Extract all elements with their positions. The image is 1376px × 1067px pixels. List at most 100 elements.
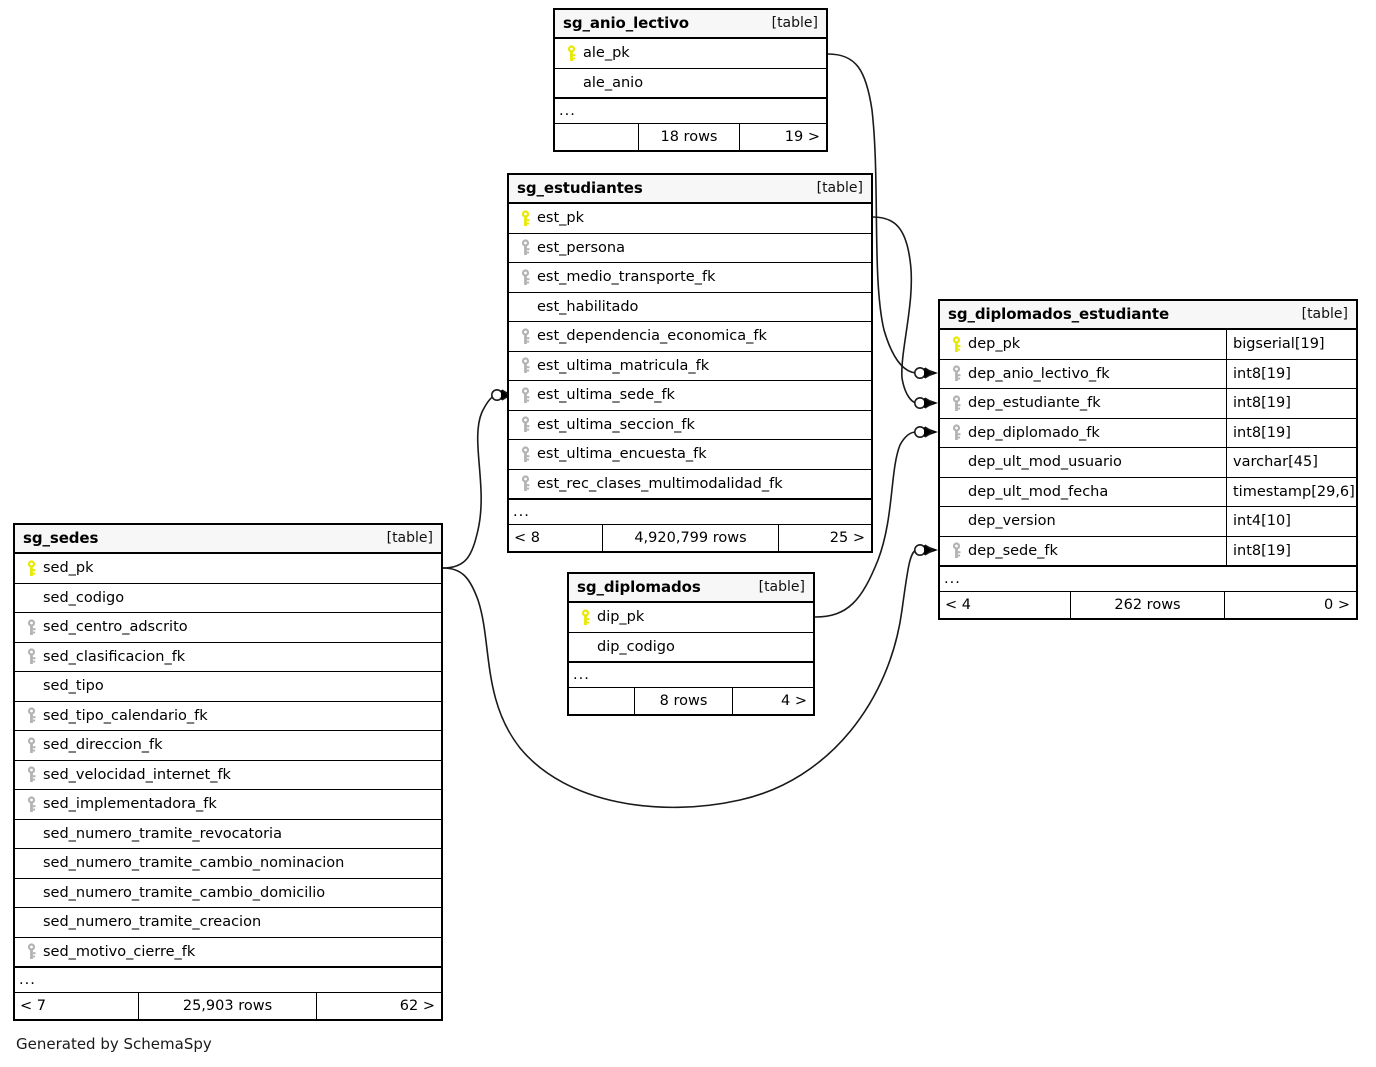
column-row[interactable]: sed_implementadora_fk [15,790,441,820]
column-name: est_persona [537,239,625,256]
column-main: sed_numero_tramite_cambio_domicilio [15,879,441,908]
incoming-relationship-count[interactable] [569,688,635,714]
column-row[interactable]: dep_estudiante_fk int8[19] [940,389,1356,419]
column-row[interactable]: sed_codigo [15,584,441,613]
column-row[interactable]: est_ultima_seccion_fk [509,411,871,440]
outgoing-relationship-count[interactable]: 19 > [784,129,820,145]
column-main: dep_version [940,507,1226,536]
column-name: sed_velocidad_internet_fk [43,766,231,783]
column-row[interactable]: sed_velocidad_internet_fk [15,761,441,790]
column-main: est_dependencia_economica_fk [509,322,871,351]
incoming-relationship-count[interactable]: < 7 [15,993,139,1019]
column-row[interactable]: sed_tipo [15,672,441,702]
incoming-relationship-count[interactable]: < 8 [509,525,603,551]
column-name: est_ultima_matricula_fk [537,357,710,374]
column-name: est_dependencia_economica_fk [537,328,767,345]
foreign-key-icon [515,446,535,463]
column-row[interactable]: est_habilitado [509,293,871,322]
column-name: est_pk [537,210,585,227]
column-row[interactable]: est_ultima_matricula_fk [509,352,871,381]
foreign-key-icon [515,239,535,256]
table-header-sg_diplomados_estudiante: sg_diplomados_estudiante[table] [940,301,1356,330]
primary-key-icon [575,609,595,626]
column-main: sed_motivo_cierre_fk [15,938,441,967]
column-row[interactable]: est_rec_clases_multimodalidad_fk [509,470,871,499]
column-main: sed_codigo [15,584,441,613]
column-name: sed_tipo [43,678,104,695]
column-row[interactable]: dep_pk bigserial[19] [940,330,1356,360]
column-row[interactable]: sed_centro_adscrito [15,613,441,643]
column-row[interactable]: est_pk [509,204,871,234]
column-row[interactable]: sed_motivo_cierre_fk [15,938,441,967]
outgoing-relationship-count[interactable]: 25 > [829,530,865,546]
column-row[interactable]: sed_numero_tramite_cambio_nominacion [15,849,441,879]
table-header-sg_sedes: sg_sedes[table] [15,525,441,554]
column-row[interactable]: est_dependencia_economica_fk [509,322,871,352]
column-main: dep_sede_fk [940,537,1226,566]
column-name: dep_pk [968,336,1021,353]
column-name: dep_diplomado_fk [968,424,1100,441]
column-name: dep_anio_lectivo_fk [968,365,1110,382]
er-table-sg_diplomados_estudiante[interactable]: sg_diplomados_estudiante[table] dep_pk big… [938,299,1358,620]
column-name: ale_pk [583,45,630,62]
incoming-relationship-count[interactable] [555,124,639,150]
column-name: sed_direccion_fk [43,737,163,754]
edge-sedes-to-estudiantes [442,394,498,569]
outgoing-relationship-count[interactable]: 0 > [1324,597,1350,613]
column-row[interactable]: sed_clasificacion_fk [15,643,441,672]
column-type: bigserial[19] [1226,330,1356,359]
more-columns-ellipsis: ... [555,98,826,124]
column-row[interactable]: sed_numero_tramite_cambio_domicilio [15,879,441,908]
foreign-key-icon [515,416,535,433]
column-name: dep_estudiante_fk [968,395,1101,412]
table-header-sg_diplomados: sg_diplomados[table] [569,574,813,603]
column-row[interactable]: est_ultima_encuesta_fk [509,440,871,470]
column-name: dep_sede_fk [968,542,1058,559]
column-row[interactable]: dip_pk [569,603,813,633]
column-row[interactable]: sed_tipo_calendario_fk [15,702,441,731]
column-row[interactable]: sed_direccion_fk [15,731,441,761]
column-row[interactable]: ale_anio [555,69,826,98]
foreign-key-icon [21,619,41,636]
column-row[interactable]: ale_pk [555,39,826,69]
foreign-key-icon [946,542,966,559]
table-type-tag: [table] [1301,306,1348,322]
column-type: int8[19] [1226,389,1356,418]
column-row[interactable]: est_medio_transporte_fk [509,263,871,293]
column-row[interactable]: est_persona [509,234,871,263]
column-name: est_habilitado [537,298,639,315]
foreign-key-icon [515,328,535,345]
column-name: est_rec_clases_multimodalidad_fk [537,475,783,492]
outgoing-relationship-count[interactable]: 62 > [399,998,435,1014]
column-main: dep_estudiante_fk [940,389,1226,418]
column-main: sed_clasificacion_fk [15,643,441,672]
column-main: sed_direccion_fk [15,731,441,760]
foreign-key-icon [21,943,41,960]
more-columns-ellipsis: ... [569,662,813,688]
column-row[interactable]: est_ultima_sede_fk [509,381,871,411]
column-main: est_pk [509,204,871,233]
column-row[interactable]: dip_codigo [569,633,813,662]
column-main: sed_velocidad_internet_fk [15,761,441,790]
schemaspy-credit: Generated by SchemaSpy [16,1035,212,1053]
foreign-key-icon [21,766,41,783]
outgoing-relationship-count[interactable]: 4 > [781,693,807,709]
column-row[interactable]: sed_pk [15,554,441,584]
column-row[interactable]: sed_numero_tramite_creacion [15,908,441,938]
column-row[interactable]: sed_numero_tramite_revocatoria [15,820,441,849]
incoming-relationship-count[interactable]: < 4 [940,592,1071,618]
row-count: 262 rows [1071,592,1225,618]
